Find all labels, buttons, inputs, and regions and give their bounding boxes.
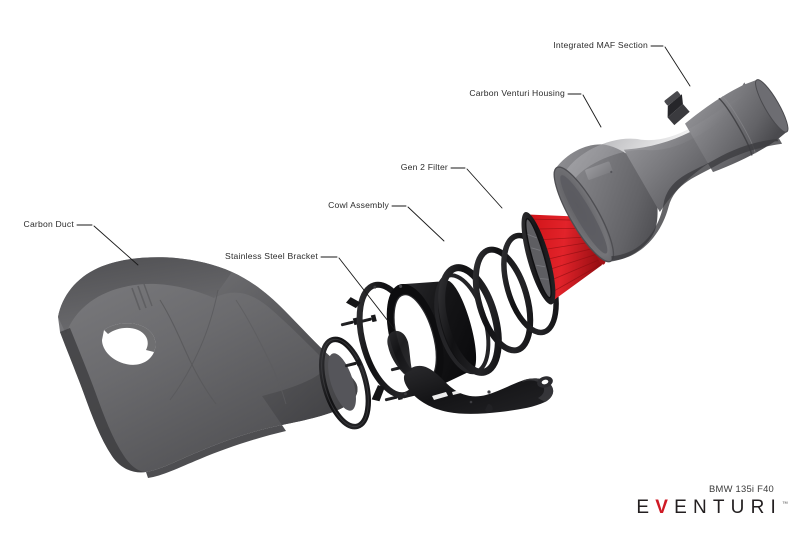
leader-filter (466, 168, 503, 209)
trademark-symbol: ™ (782, 501, 788, 508)
callout-cowl-assembly: Cowl Assembly (328, 200, 389, 210)
leader-duct (93, 225, 139, 266)
leader-maf (664, 46, 691, 87)
callout-carbon-venturi-housing: Carbon Venturi Housing (469, 88, 565, 98)
leader-housing (582, 94, 602, 128)
eventuri-wordmark: EVENTURI™ (636, 497, 788, 519)
carbon-duct-part (58, 257, 358, 478)
wordmark-part-after: ENTURI (674, 497, 782, 518)
wordmark-part-before: E (636, 497, 656, 518)
wordmark-red-vee: V (655, 497, 675, 518)
cowl-assembly-part (346, 232, 559, 402)
callout-carbon-duct: Carbon Duct (23, 219, 74, 229)
maf-sensor-boss (664, 91, 690, 126)
leader-cowl (407, 206, 445, 242)
callout-stainless-steel-bracket: Stainless Steel Bracket (225, 251, 318, 261)
leader-bracket (338, 257, 396, 331)
branding-block: BMW 135i F40 EVENTURI™ (636, 483, 788, 519)
vehicle-model-label: BMW 135i F40 (709, 483, 774, 494)
callout-integrated-maf-section: Integrated MAF Section (553, 40, 648, 50)
leader-lines (76, 45, 691, 331)
callout-gen-2-filter: Gen 2 Filter (400, 162, 448, 172)
carbon-venturi-housing-part (553, 79, 789, 263)
duct-o-ring (319, 336, 371, 430)
stainless-steel-bracket-part (387, 330, 554, 414)
